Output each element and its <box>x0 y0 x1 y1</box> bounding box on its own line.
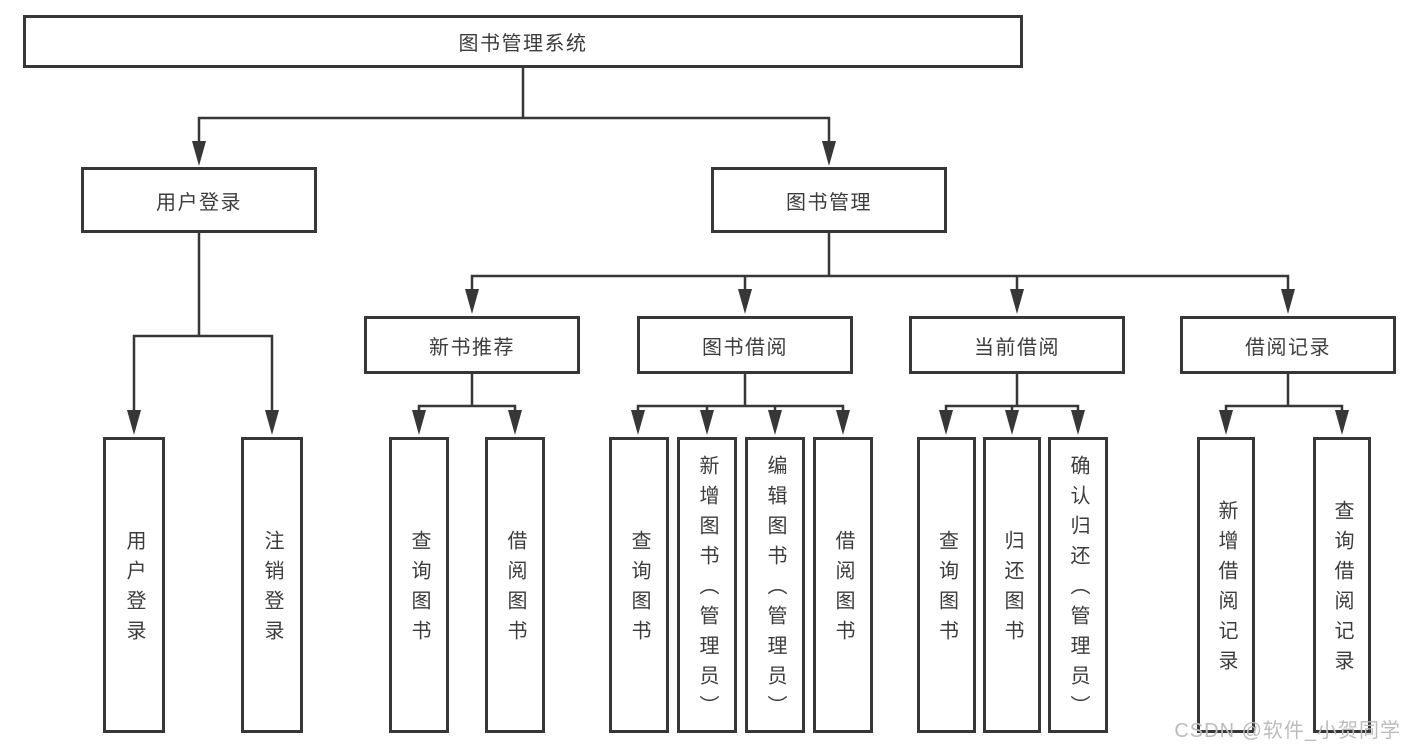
leaf-label: 查询图书 <box>628 530 650 650</box>
leaf-label: 确认归还（管理员） <box>1067 455 1089 725</box>
leaf-label: 借阅图书 <box>504 530 526 650</box>
leaf-label: 查询图书 <box>408 530 430 650</box>
watermark-text: CSDN @软件_小贺同学 <box>1174 720 1401 742</box>
leaf-add-book-admin: 新增图书（管理员） <box>677 437 737 733</box>
node-new-book-recommendation: 新书推荐 <box>364 316 580 374</box>
leaf-logout: 注销登录 <box>241 437 303 733</box>
leaf-label: 归还图书 <box>1001 530 1023 650</box>
leaf-edit-book-admin: 编辑图书（管理员） <box>745 437 805 733</box>
leaf-borrow-books-1: 借阅图书 <box>485 437 545 733</box>
leaf-label: 新增借阅记录 <box>1215 500 1237 680</box>
leaf-label: 注销登录 <box>261 530 283 650</box>
leaf-confirm-return-admin: 确认归还（管理员） <box>1048 437 1108 733</box>
leaf-add-borrow-record: 新增借阅记录 <box>1197 437 1255 733</box>
node-book-borrowing: 图书借阅 <box>637 316 853 374</box>
leaf-label: 查询借阅记录 <box>1331 500 1353 680</box>
node-borrowing-records: 借阅记录 <box>1180 316 1396 374</box>
leaf-label: 新增图书（管理员） <box>696 455 718 725</box>
leaf-label: 编辑图书（管理员） <box>764 455 786 725</box>
arrowheads <box>127 141 1349 435</box>
node-user-login-group: 用户登录 <box>81 167 317 233</box>
node-library-management-system: 图书管理系统 <box>23 15 1023 68</box>
leaf-label: 查询图书 <box>935 530 958 650</box>
leaf-return-book: 归还图书 <box>983 437 1041 733</box>
node-book-management: 图书管理 <box>711 167 947 233</box>
leaf-user-login: 用户登录 <box>103 437 165 733</box>
leaf-query-borrow-record: 查询借阅记录 <box>1313 437 1371 733</box>
leaf-label: 用户登录 <box>123 530 145 650</box>
leaf-query-books-3: 查询图书 <box>917 437 976 733</box>
leaf-label: 借阅图书 <box>832 530 854 650</box>
node-current-borrowing: 当前借阅 <box>909 316 1125 374</box>
leaf-query-books-2: 查询图书 <box>609 437 669 733</box>
leaf-query-books-1: 查询图书 <box>389 437 449 733</box>
leaf-borrow-books-2: 借阅图书 <box>813 437 873 733</box>
